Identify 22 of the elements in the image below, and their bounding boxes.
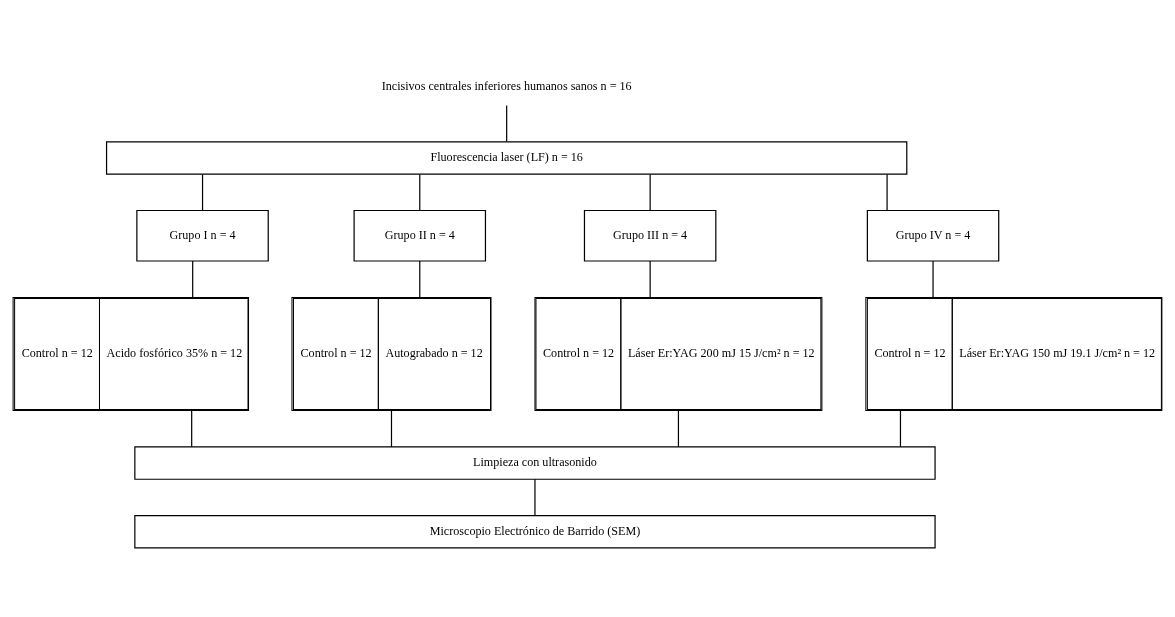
connector (534, 478, 536, 516)
connector (649, 260, 651, 298)
connector (191, 410, 193, 448)
node-box: Grupo I n = 4 (136, 209, 269, 262)
connector (390, 410, 393, 448)
connector (899, 410, 902, 448)
connector (419, 260, 421, 298)
connector (201, 173, 204, 211)
node-box: Grupo IV n = 4 (866, 209, 1000, 262)
node-box: Fluorescencia laser (LF) n = 16 (105, 141, 908, 175)
connector (506, 104, 508, 143)
connector (886, 173, 888, 211)
connector (419, 173, 421, 211)
node-text: Incisivos centrales inferiores humanos sanos n = 16 (381, 79, 632, 94)
node-box: Grupo III n = 4 (583, 209, 717, 262)
connector (192, 260, 194, 298)
connector (932, 260, 934, 298)
connector (649, 173, 651, 211)
node-box: Microscopio Electrónico de Barrido (SEM) (134, 515, 936, 549)
connector (677, 410, 680, 448)
node-box: Grupo II n = 4 (353, 209, 487, 262)
node-box: Limpieza con ultrasonido (134, 446, 936, 480)
